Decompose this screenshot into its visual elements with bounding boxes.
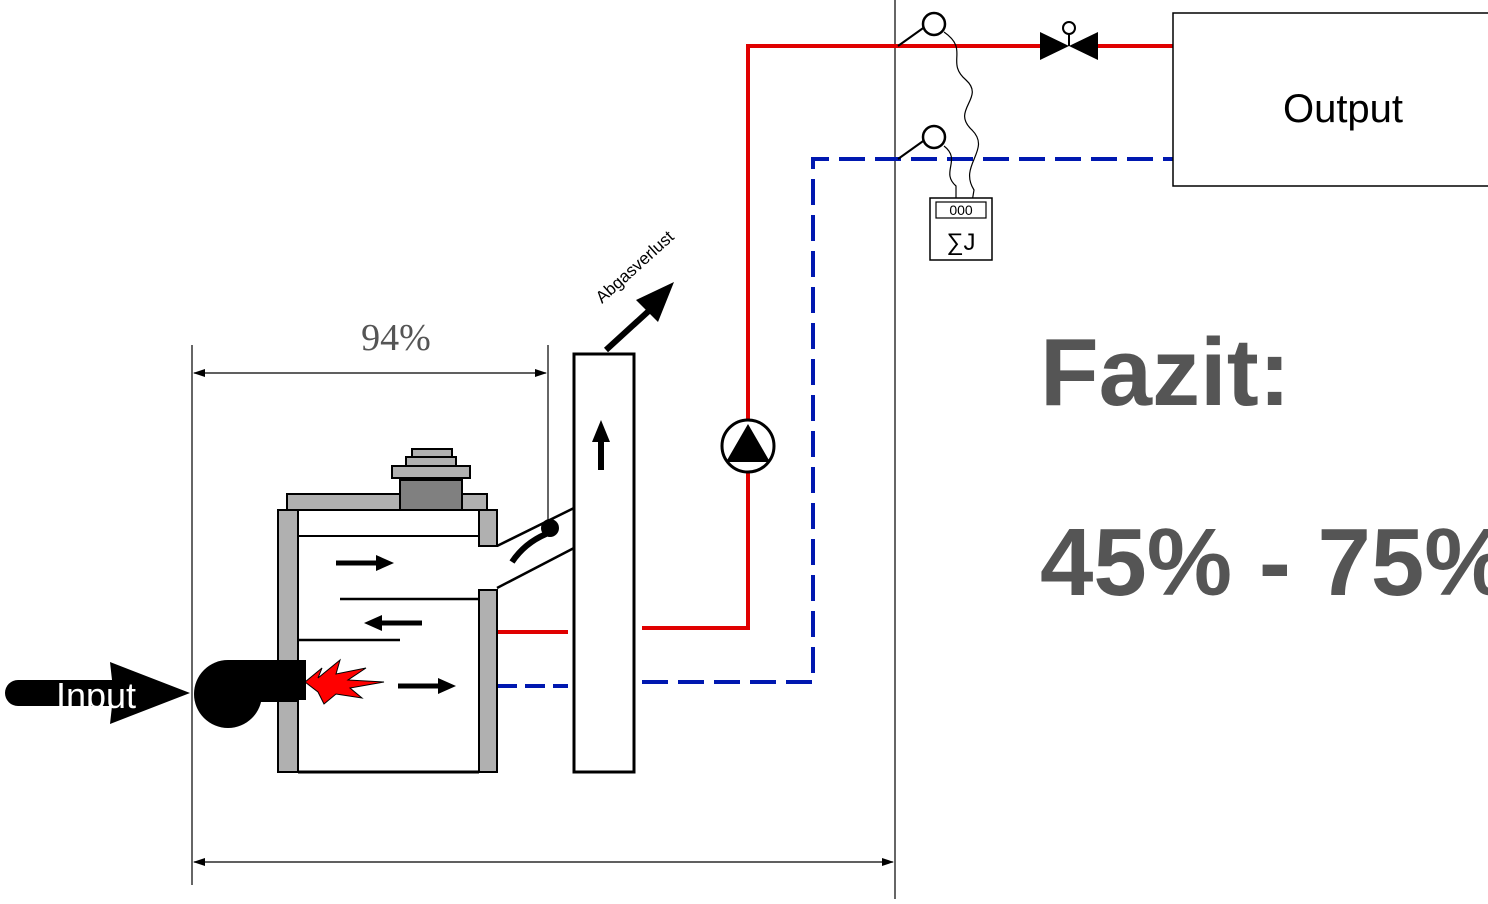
input-arrow: Input bbox=[5, 662, 190, 724]
input-label: Input bbox=[56, 675, 136, 716]
output-box: Output bbox=[1172, 12, 1488, 187]
flow-arrow-right-top-icon bbox=[336, 555, 394, 571]
boiler-efficiency-label: 94% bbox=[361, 317, 431, 359]
sensor-cable-return bbox=[943, 145, 957, 202]
boiler-wall-left bbox=[277, 509, 299, 773]
exhaust-loss-arrow-icon bbox=[603, 282, 674, 353]
flue-flow-arrow-icon bbox=[509, 531, 548, 564]
return-pipe bbox=[642, 157, 1175, 684]
temperature-sensor-supply-icon bbox=[897, 11, 947, 47]
pipes bbox=[497, 44, 1175, 688]
flame-icon bbox=[304, 658, 385, 705]
conclusion-range: 45% - 75% bbox=[1040, 509, 1488, 616]
boiler-controller-icon bbox=[399, 479, 463, 511]
heat-meter-symbol: ∑J bbox=[946, 229, 975, 256]
flow-arrow-left-middle-icon bbox=[364, 615, 422, 631]
valve-icon bbox=[1040, 21, 1098, 60]
flue-connection bbox=[496, 506, 575, 590]
chimney bbox=[572, 352, 636, 774]
circulation-pump-icon bbox=[720, 418, 776, 474]
conclusion-title: Fazit: bbox=[1040, 319, 1291, 426]
supply-pipe bbox=[642, 44, 1040, 630]
heat-meter-icon: 000 ∑J bbox=[929, 197, 993, 261]
heat-meter-display: 000 bbox=[949, 202, 973, 218]
sensor-cable-supply bbox=[943, 31, 979, 203]
temperature-sensor-return-icon bbox=[897, 124, 947, 160]
boiler bbox=[194, 448, 498, 774]
flow-arrow-right-bottom-icon bbox=[398, 678, 456, 694]
dimension-lines: 94% bbox=[191, 0, 896, 899]
flue-gas-up-arrow-icon bbox=[592, 420, 610, 442]
input-arrow-icon bbox=[5, 662, 190, 724]
boiler-wall-right-upper bbox=[478, 509, 498, 547]
output-label: Output bbox=[1283, 87, 1403, 131]
boiler-wall-right-lower bbox=[478, 589, 498, 773]
